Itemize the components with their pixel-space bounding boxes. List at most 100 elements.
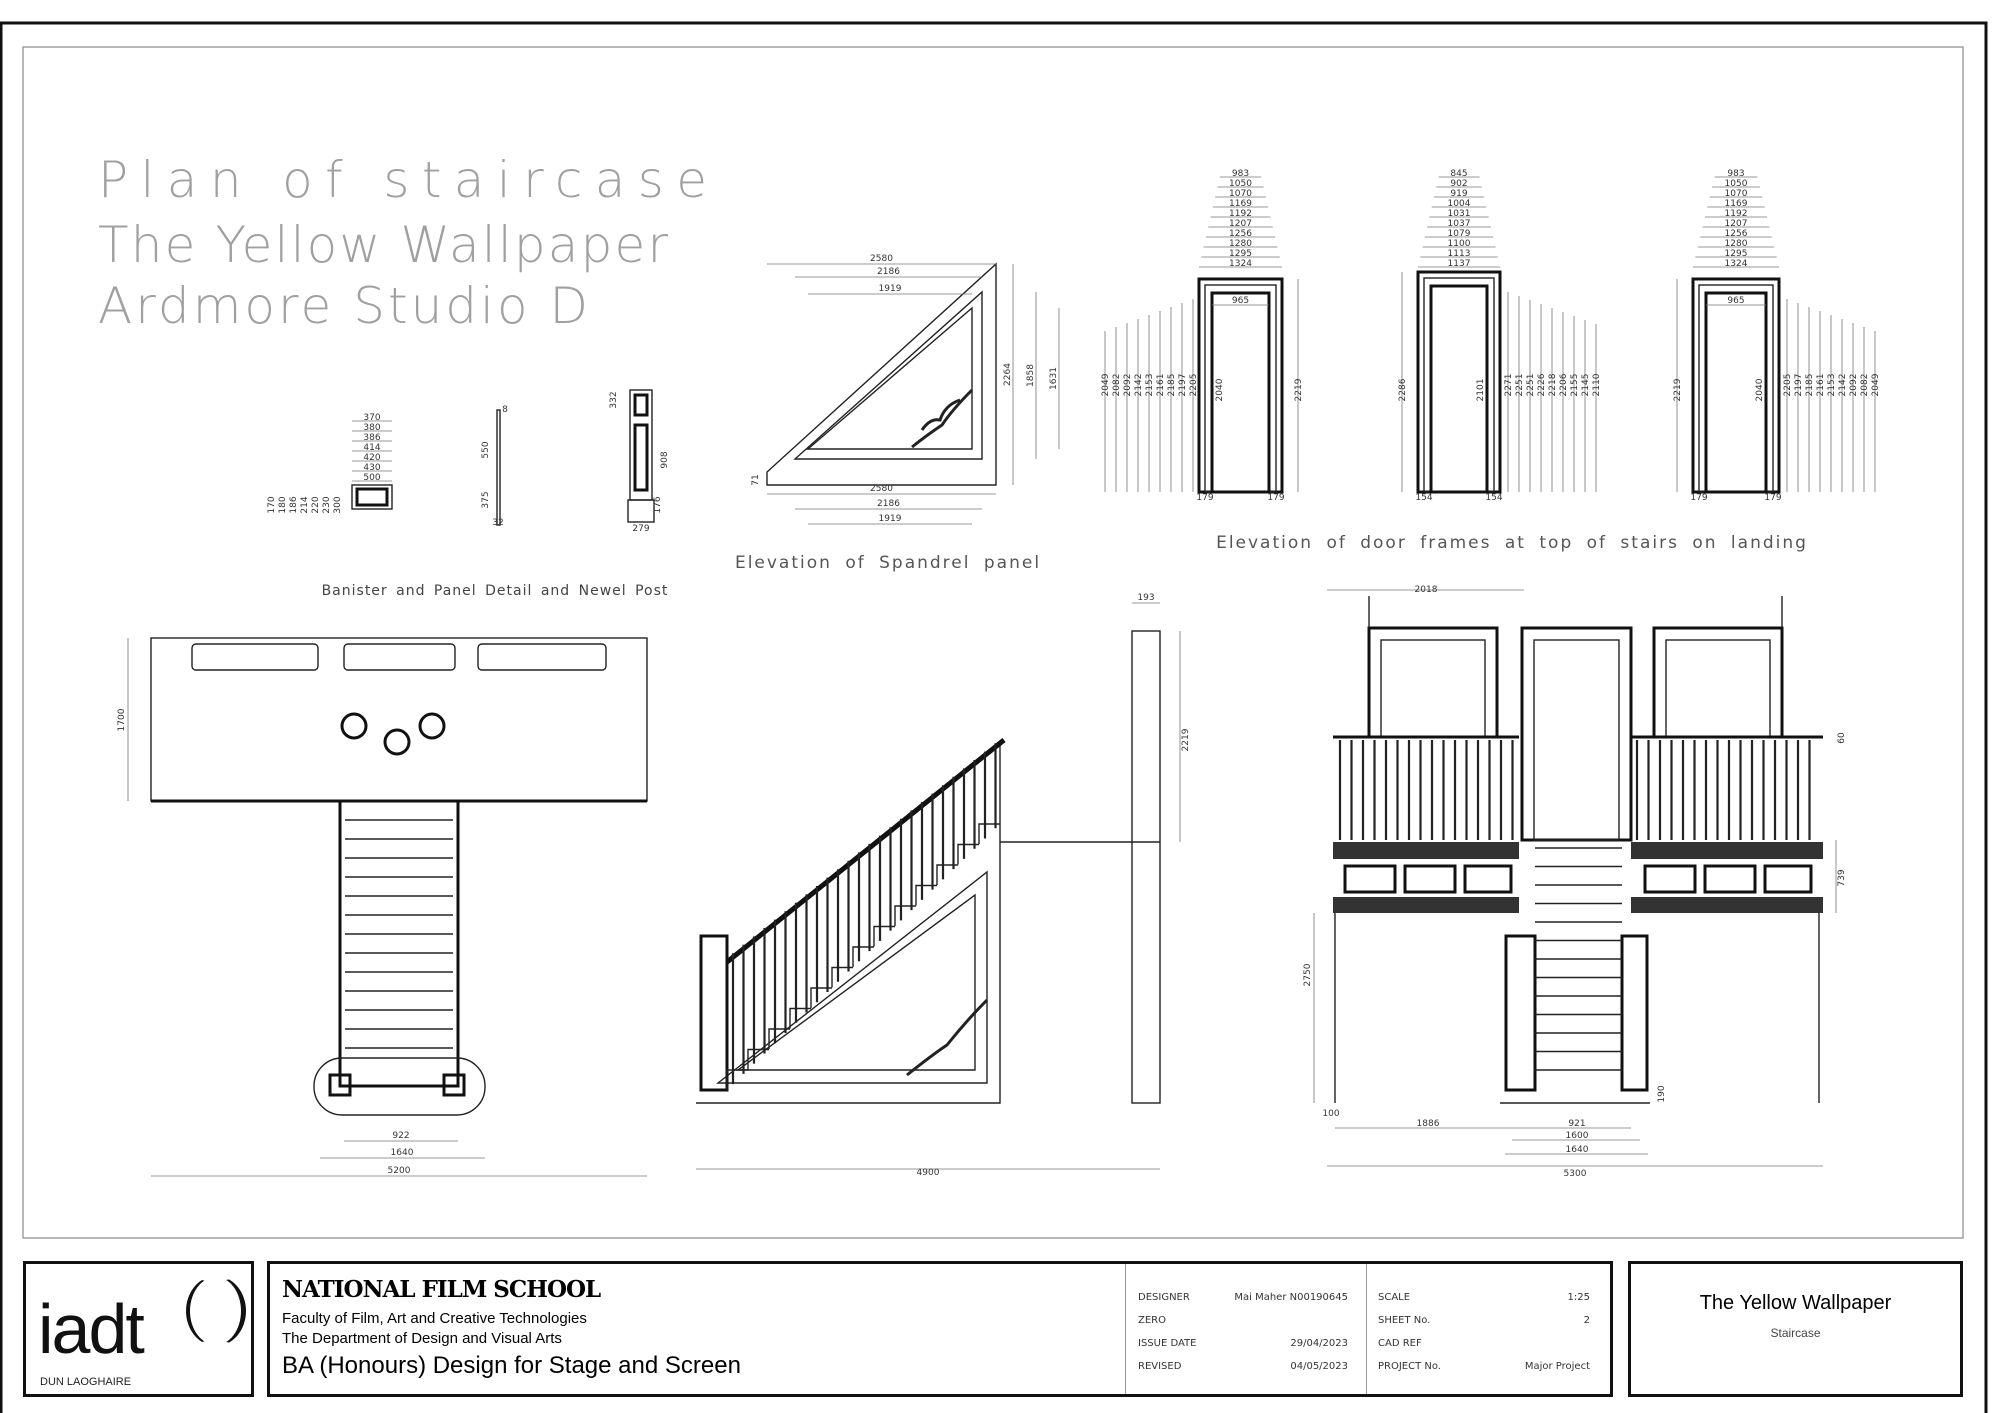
dim-label: 2186 xyxy=(877,267,900,277)
dim-60: 60 xyxy=(1837,732,1847,744)
door-opening-dim: 965 xyxy=(1727,296,1744,306)
title-line-1: Plan of staircase xyxy=(98,151,707,209)
dim-label: 420 xyxy=(363,453,380,463)
stair-step xyxy=(873,925,895,947)
door-width-dim: 1079 xyxy=(1448,229,1471,239)
door-width-dim: 1169 xyxy=(1725,199,1748,209)
door-outer-height-dim: 2286 xyxy=(1398,378,1408,401)
door-height-dim: 2142 xyxy=(1134,374,1144,397)
doors-label: Elevation of door frames at top of stair… xyxy=(1216,533,1808,553)
door-height-dim: 2092 xyxy=(1849,374,1859,397)
dim-1640: 1640 xyxy=(391,1148,414,1158)
staircase-front-elevation xyxy=(1333,596,1823,1104)
project-title: The Yellow Wallpaper xyxy=(1699,1292,1892,1314)
spandrel-label: Elevation of Spandrel panel xyxy=(735,553,1041,573)
jamb-dim: 179 xyxy=(1764,493,1781,503)
dim-label: 2264 xyxy=(1003,363,1013,386)
inner-frame xyxy=(22,46,1964,1239)
door-height-dim: 2092 xyxy=(1123,374,1133,397)
dim-label: 500 xyxy=(363,473,380,483)
door-width-dim: 1004 xyxy=(1448,199,1471,209)
door-height-dim: 2049 xyxy=(1101,373,1111,396)
jamb-dim: 154 xyxy=(1485,493,1502,503)
course: BA (Honours) Design for Stage and Screen xyxy=(282,1352,741,1379)
door-width-dim: 1192 xyxy=(1725,209,1748,219)
door-height-dim: 2082 xyxy=(1860,374,1870,397)
dim-label: 1631 xyxy=(1049,367,1059,390)
stair-step xyxy=(747,1048,769,1070)
stair-step xyxy=(726,1069,748,1090)
field-label: PROJECT No. xyxy=(1378,1361,1441,1372)
dim-label: 71 xyxy=(751,474,761,485)
field-label: ZERO xyxy=(1138,1315,1166,1326)
door-frame: 9831050107011691192120712561280129513249… xyxy=(1673,169,1881,503)
door-width-dim: 1256 xyxy=(1725,229,1748,239)
door-width-dim: 1137 xyxy=(1448,259,1471,269)
dim-5200: 5200 xyxy=(388,1166,411,1176)
dim-label: 176 xyxy=(653,496,663,513)
door-frame: 8459029191004103110371079110011131137227… xyxy=(1398,169,1602,503)
dim-label: 386 xyxy=(363,433,380,443)
logo-box: iadt DUN LAOGHAIRE xyxy=(23,1261,254,1397)
jamb-dim: 154 xyxy=(1415,493,1432,503)
door-height-dim: 2205 xyxy=(1189,374,1199,397)
dim-1640: 1640 xyxy=(1566,1145,1589,1155)
dim-100: 100 xyxy=(1322,1109,1339,1119)
door-height-dim: 2153 xyxy=(1827,374,1837,397)
logo-subtitle: DUN LAOGHAIRE xyxy=(40,1376,132,1388)
dim-1700: 1700 xyxy=(117,708,127,731)
door-height-dim: 2155 xyxy=(1570,374,1580,397)
school-name: NATIONAL FILM SCHOOL xyxy=(282,1276,601,1303)
title-line-3: Ardmore Studio D xyxy=(98,277,588,335)
ornament-icon xyxy=(911,388,974,449)
field-value: 2 xyxy=(1583,1315,1590,1326)
dim-label: 380 xyxy=(363,423,380,433)
door-inner-height-dim: 2040 xyxy=(1755,378,1765,401)
door-width-dim: 902 xyxy=(1450,179,1467,189)
door-height-dim: 2110 xyxy=(1592,373,1602,396)
logo-arc-icon xyxy=(186,1276,246,1346)
door-inner-height-dim: 2040 xyxy=(1215,378,1225,401)
dim-1600: 1600 xyxy=(1566,1131,1589,1141)
door-outer-height-dim: 2219 xyxy=(1294,378,1304,401)
door-height-dim: 2251 xyxy=(1515,374,1525,397)
stair-step xyxy=(978,823,1000,844)
dim-label: 230 xyxy=(322,496,332,513)
dim-label: 8 xyxy=(502,405,508,415)
door-height-dim: 2218 xyxy=(1548,373,1558,396)
field-value: Major Project xyxy=(1524,1361,1590,1372)
sheet-title: Staircase xyxy=(1770,1326,1821,1340)
dim-label: 550 xyxy=(481,441,491,458)
field-label: CAD REF xyxy=(1378,1338,1422,1349)
dim-739: 739 xyxy=(1837,869,1847,886)
stair-step xyxy=(831,966,853,988)
dim-922: 922 xyxy=(392,1131,409,1141)
door-height-dim: 2197 xyxy=(1794,374,1804,397)
spandrel-panel xyxy=(766,262,997,486)
dim-label: 2580 xyxy=(870,484,893,494)
door-height-dim: 2161 xyxy=(1816,374,1826,397)
dim-2219: 2219 xyxy=(1181,728,1191,751)
dim-label: 430 xyxy=(363,463,380,473)
door-width-dim: 1280 xyxy=(1229,239,1252,249)
dim-label: 414 xyxy=(363,443,380,453)
door-width-dim: 1169 xyxy=(1229,199,1252,209)
field-value: 04/05/2023 xyxy=(1290,1361,1348,1372)
door-inner-height-dim: 2101 xyxy=(1476,379,1486,402)
door-height-dim: 2226 xyxy=(1537,373,1547,396)
dim-label: 32 xyxy=(492,518,503,528)
door-height-dim: 2185 xyxy=(1805,374,1815,397)
door-width-dim: 1207 xyxy=(1229,219,1252,229)
door-height-dim: 2082 xyxy=(1112,374,1122,397)
dim-label: 375 xyxy=(481,491,491,508)
field-label: DESIGNER xyxy=(1138,1292,1190,1303)
door-width-dim: 1280 xyxy=(1725,239,1748,249)
school-box: NATIONAL FILM SCHOOL Faculty of Film, Ar… xyxy=(267,1261,1613,1397)
stair-step xyxy=(915,884,937,906)
field-value: Mai Maher N00190645 xyxy=(1234,1292,1348,1303)
door-height-dim: 2197 xyxy=(1178,374,1188,397)
dim-label: 186 xyxy=(289,496,299,513)
door-frame: 9831050107011691192120712561280129513249… xyxy=(1101,169,1304,503)
faculty: Faculty of Film, Art and Creative Techno… xyxy=(282,1310,587,1327)
